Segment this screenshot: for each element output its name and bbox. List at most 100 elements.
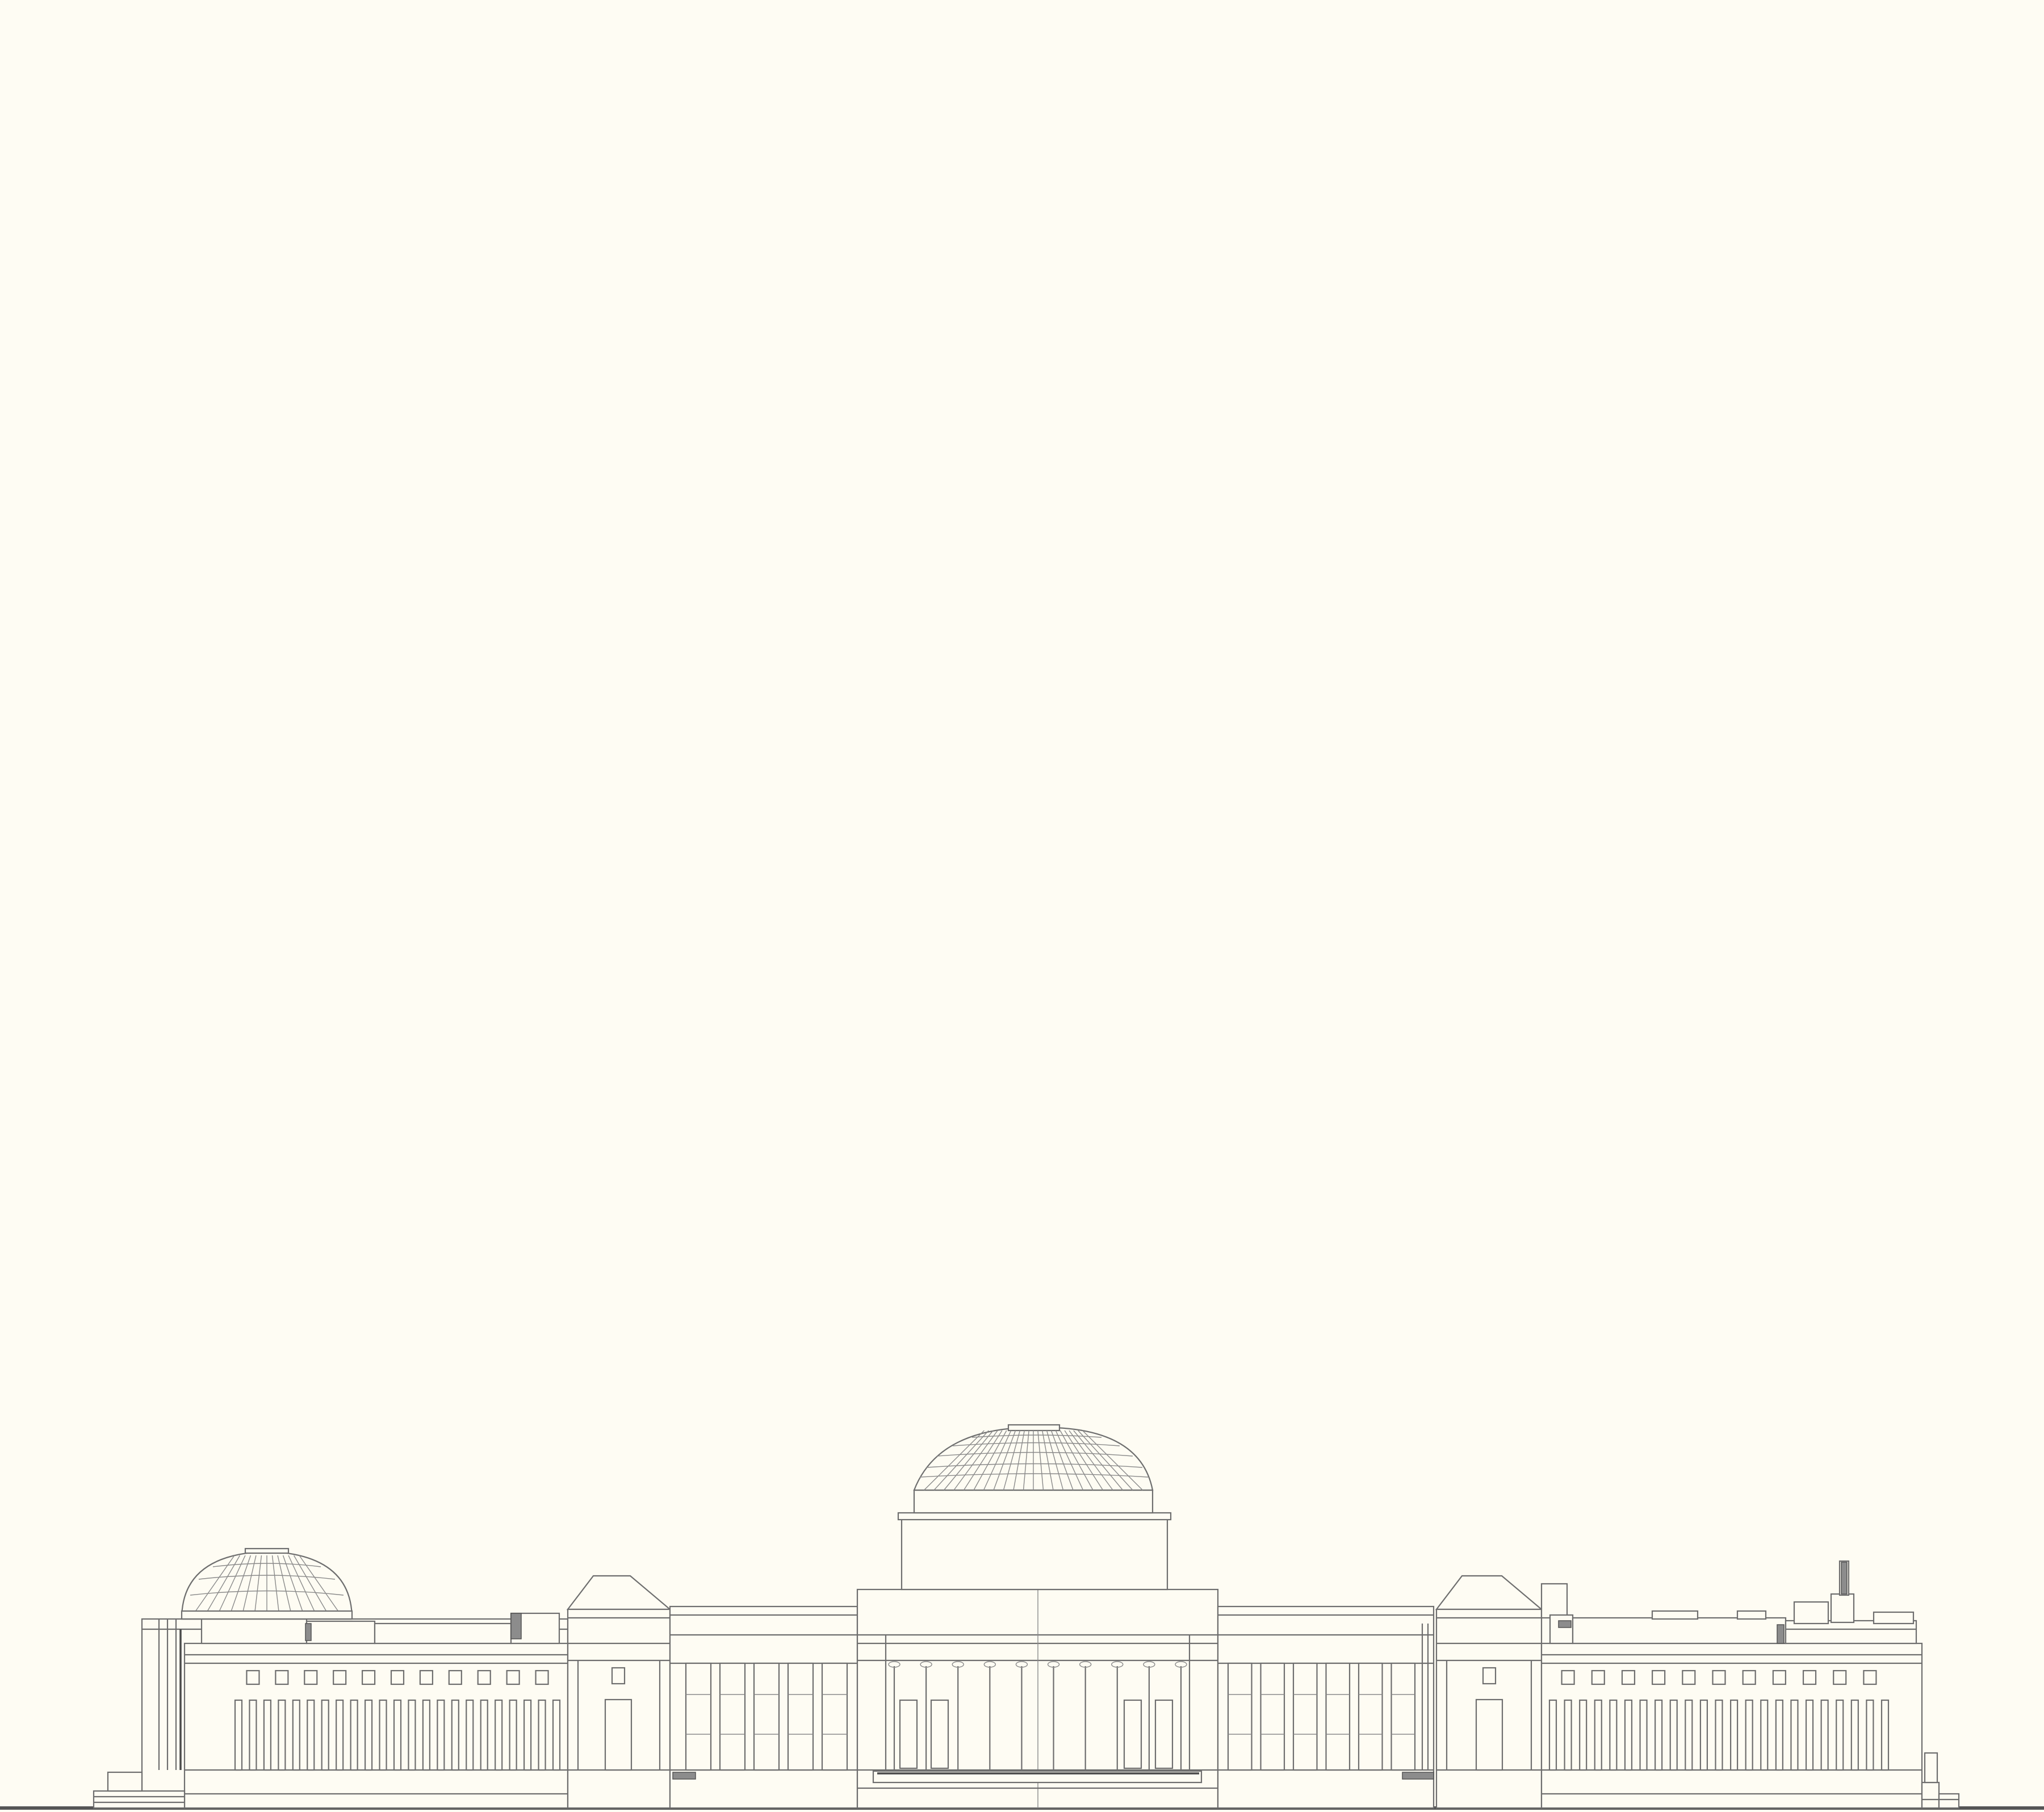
wing-pilaster — [495, 1699, 503, 1771]
column-capital — [1015, 1661, 1028, 1668]
dome-rib — [993, 1430, 1016, 1491]
wing-pilaster — [292, 1699, 300, 1771]
dome-rib — [282, 1555, 304, 1613]
dome-rib — [953, 1430, 998, 1491]
wing-window — [361, 1670, 376, 1685]
wing-pilaster — [1745, 1699, 1753, 1771]
connector-window — [1292, 1662, 1318, 1771]
wing-pilaster — [538, 1699, 546, 1771]
wing-pilaster — [1775, 1699, 1783, 1771]
dome-rib — [933, 1430, 989, 1491]
wing-window — [333, 1670, 347, 1685]
wing-window — [448, 1670, 462, 1685]
wing-window — [1742, 1670, 1756, 1685]
wing-pilaster — [1594, 1699, 1602, 1771]
wing-pilaster — [451, 1699, 459, 1771]
left-small-dome — [181, 1547, 353, 1620]
wing-pilaster — [1685, 1699, 1693, 1771]
dome-rib — [1078, 1430, 1133, 1491]
connector-window — [685, 1662, 712, 1771]
right-wing — [1540, 1583, 1923, 1809]
dome-rib — [963, 1430, 1003, 1491]
wing-window — [390, 1670, 405, 1685]
wing-pilaster — [466, 1699, 474, 1771]
wing-pilaster — [437, 1699, 445, 1771]
connector-window — [787, 1662, 814, 1771]
wing-pilaster — [1760, 1699, 1769, 1771]
wing-pilaster — [523, 1699, 532, 1771]
column-capital — [1111, 1661, 1124, 1668]
dome-rib — [1073, 1430, 1124, 1491]
wing-pilaster — [480, 1699, 488, 1771]
wing-pilaster — [364, 1699, 373, 1771]
wing-pilaster — [552, 1699, 561, 1771]
dome-rib — [1037, 1430, 1044, 1491]
connector-window — [719, 1662, 746, 1771]
wing-pilaster — [1866, 1699, 1874, 1771]
wing-pilaster — [1820, 1699, 1829, 1771]
dome-rib — [1042, 1430, 1054, 1491]
wing-pilaster — [321, 1699, 329, 1771]
right-steps — [1921, 1752, 1960, 1809]
column-capital — [1079, 1661, 1092, 1668]
dome-rib — [943, 1430, 994, 1491]
dome-rib — [1055, 1430, 1084, 1491]
dome-rib — [254, 1555, 262, 1613]
wing-pilaster — [336, 1699, 344, 1771]
dome-rib — [924, 1430, 985, 1491]
right-rooftop-chimney — [1838, 1560, 1850, 1596]
dome-rib — [983, 1430, 1012, 1491]
wing-pilaster — [1624, 1699, 1633, 1771]
column-capital — [888, 1661, 900, 1668]
wing-window — [535, 1670, 549, 1685]
wing-pilaster — [1639, 1699, 1648, 1771]
wing-pilaster — [307, 1699, 315, 1771]
wing-window — [1712, 1670, 1726, 1685]
connector-window — [753, 1662, 780, 1771]
dome-rib — [230, 1555, 252, 1613]
wing-window — [246, 1670, 260, 1685]
dome-rib — [1023, 1430, 1029, 1491]
wing-window — [419, 1670, 434, 1685]
wing-pilaster — [1805, 1699, 1814, 1771]
right-connector — [1217, 1605, 1435, 1809]
central-steps — [857, 1770, 1218, 1789]
wing-pilaster — [1609, 1699, 1618, 1771]
wing-pilaster — [249, 1699, 257, 1771]
wing-window — [1591, 1670, 1605, 1685]
dome-rib — [973, 1430, 1007, 1491]
wing-pilaster — [1729, 1699, 1739, 1771]
wing-window — [304, 1670, 318, 1685]
dome-rib — [277, 1555, 291, 1613]
wing-pilaster — [350, 1699, 358, 1771]
wing-pilaster — [1669, 1699, 1678, 1771]
wing-pilaster — [393, 1699, 402, 1771]
dome-rib — [1050, 1430, 1074, 1491]
left-steps — [93, 1771, 186, 1809]
wing-pilaster — [422, 1699, 431, 1771]
wing-window — [1652, 1670, 1666, 1685]
column-capital — [1175, 1661, 1187, 1668]
column-capital — [983, 1661, 996, 1668]
wing-window — [1561, 1670, 1575, 1685]
left-connector — [669, 1605, 858, 1809]
main-drum — [897, 1489, 1172, 1591]
column-capital — [920, 1661, 932, 1668]
wing-pilaster — [1579, 1699, 1588, 1771]
wing-window — [1682, 1670, 1696, 1685]
column-capital — [1143, 1661, 1155, 1668]
connector-window — [1358, 1662, 1383, 1771]
dome-rib — [242, 1555, 257, 1613]
column-capital — [952, 1661, 964, 1668]
wing-pilaster — [1564, 1699, 1572, 1771]
main-dome — [913, 1424, 1154, 1491]
wing-pilaster — [1880, 1699, 1890, 1771]
wing-pilaster — [509, 1699, 517, 1771]
dome-rib — [1059, 1430, 1094, 1491]
wing-window — [1833, 1670, 1847, 1685]
wing-window — [1772, 1670, 1786, 1685]
dome-rib — [218, 1555, 246, 1613]
dome-rib — [271, 1555, 279, 1613]
wing-window — [1802, 1670, 1817, 1685]
wing-pilaster — [408, 1699, 416, 1771]
